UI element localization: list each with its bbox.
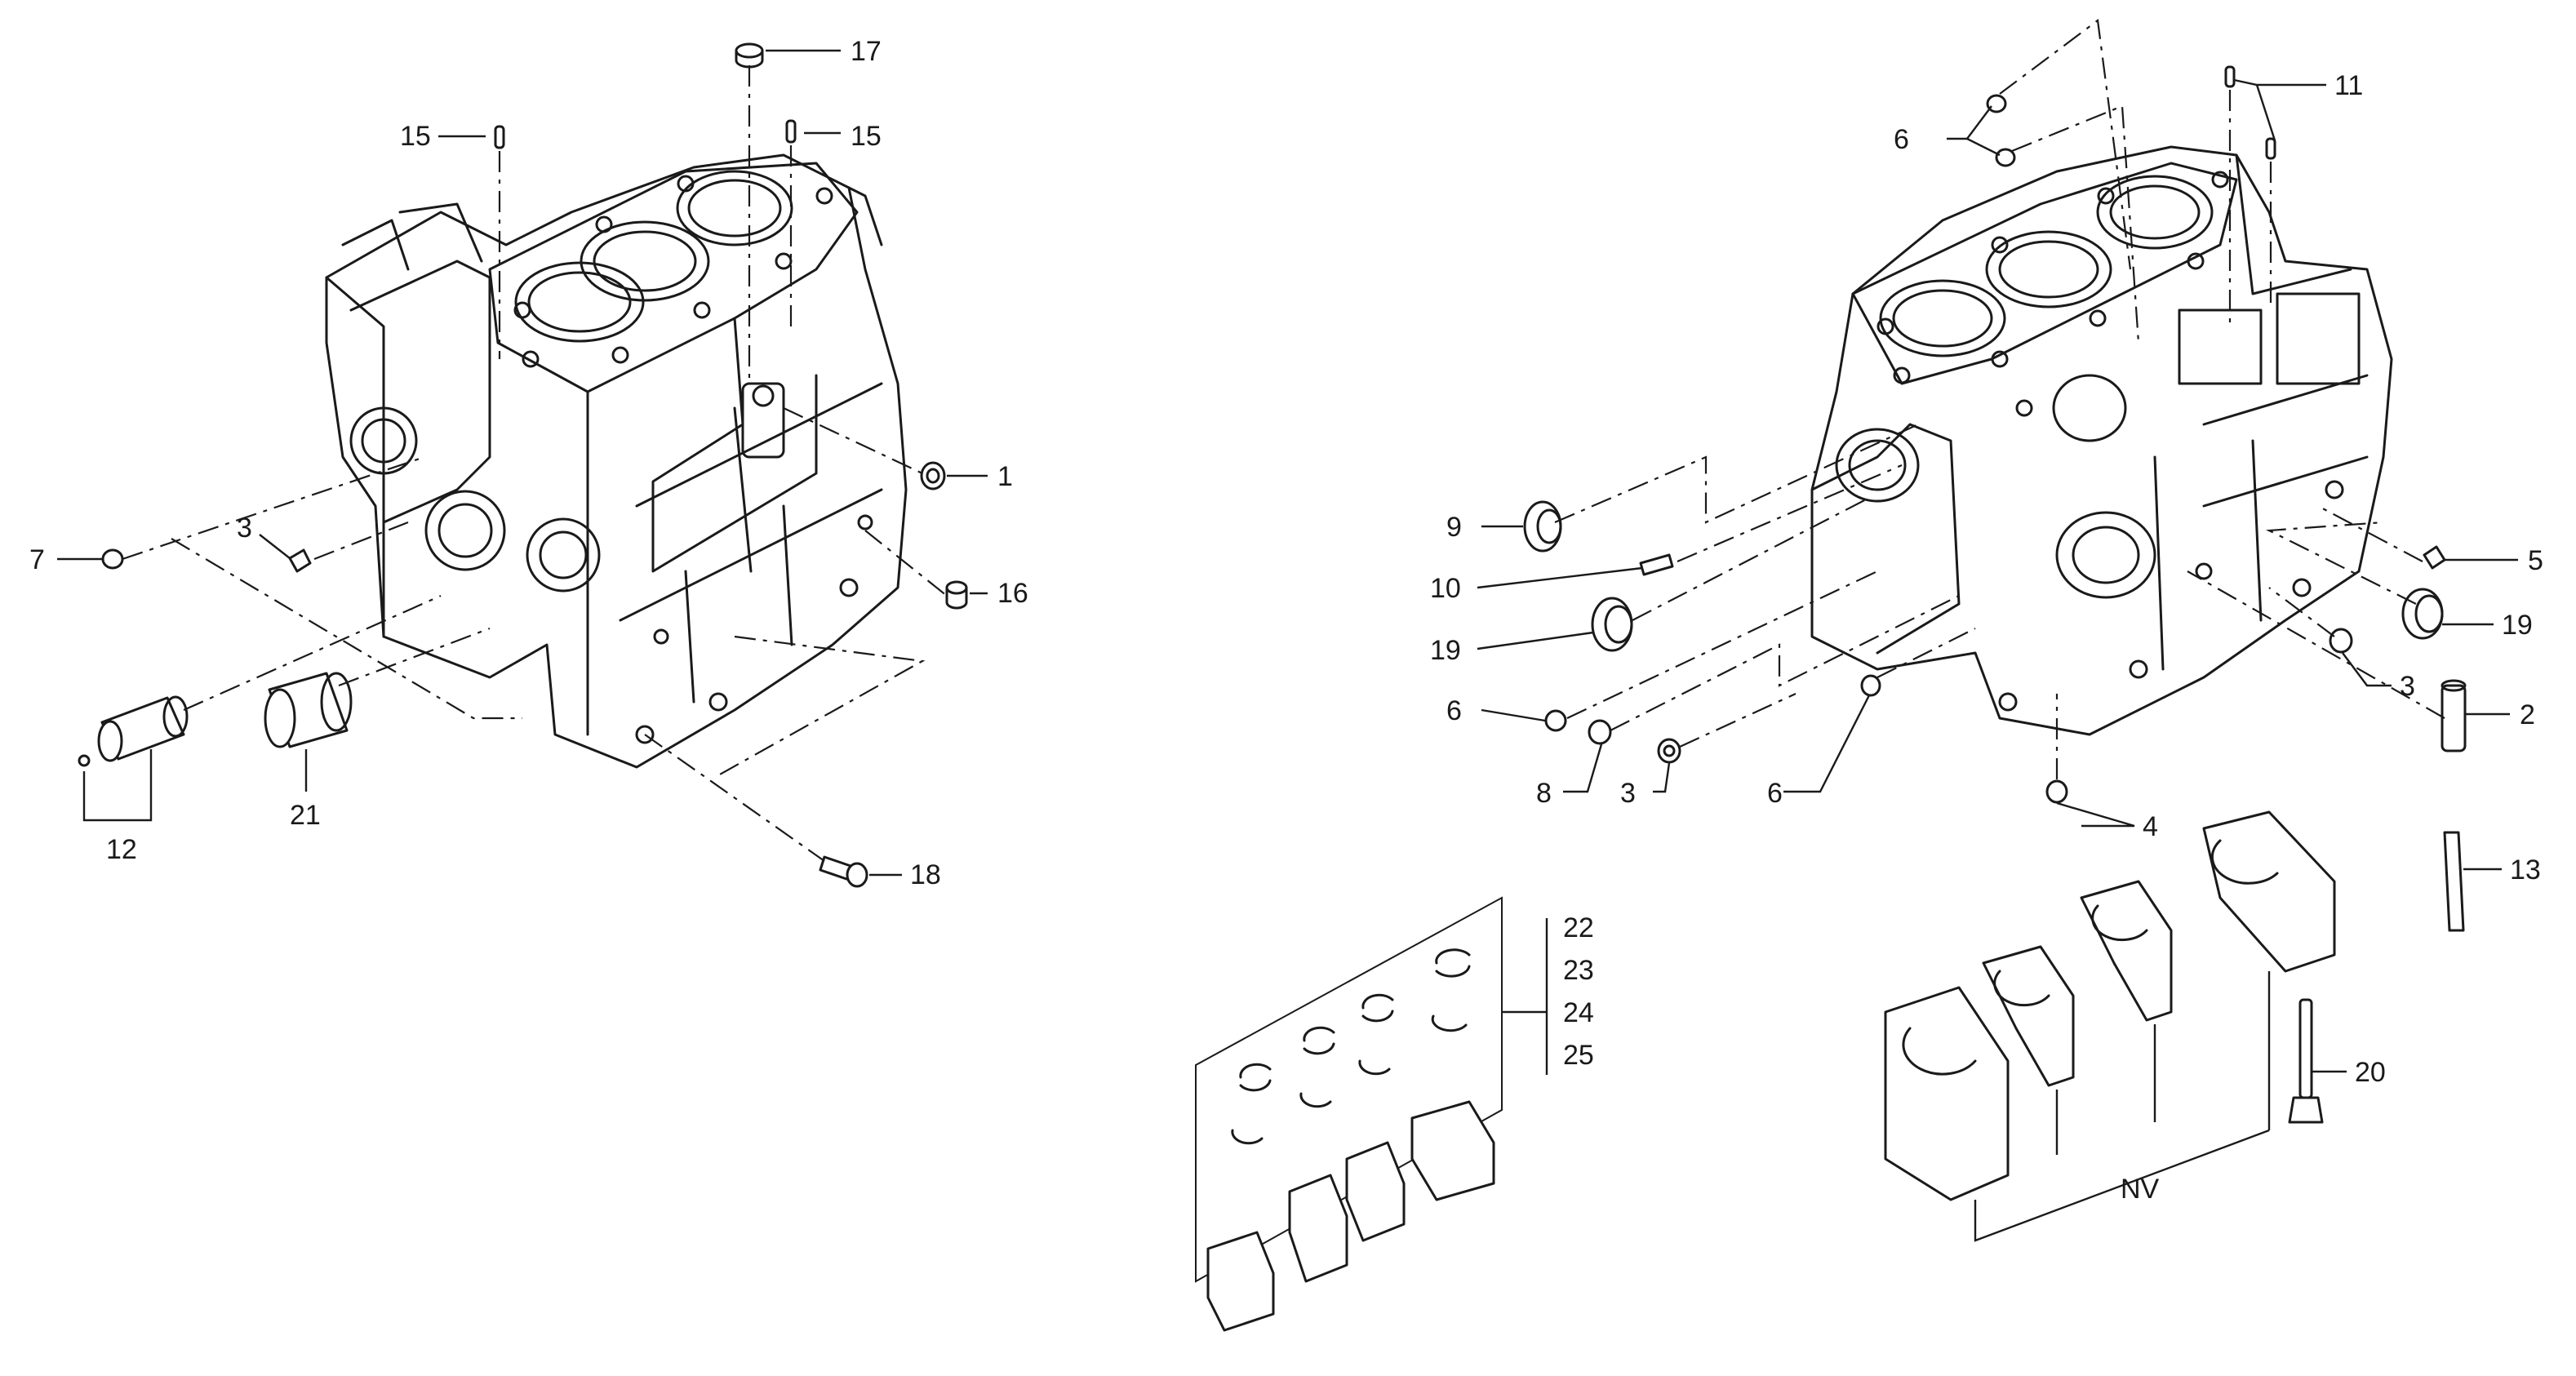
callout-18: 18 xyxy=(910,859,941,890)
part-11-dowel-a xyxy=(2224,65,2236,88)
callout-9: 9 xyxy=(1446,512,1462,543)
callout-1: 1 xyxy=(997,461,1013,492)
part-6-plug-top-a xyxy=(1986,94,2007,113)
callout-5: 5 xyxy=(2528,545,2543,576)
cylinder-block-left-view xyxy=(325,153,908,769)
part-13-gasket xyxy=(2443,831,2465,932)
right-assembly-dashed-lines xyxy=(1554,18,2445,779)
callout-7: 7 xyxy=(29,544,45,575)
callout-17: 17 xyxy=(851,36,882,67)
callout-16: 16 xyxy=(997,578,1028,609)
part-8-bush xyxy=(1588,719,1612,745)
part-6-plug-low xyxy=(1860,674,1881,697)
cylinder-block-right-view xyxy=(1810,145,2393,736)
callout-15-left-b: 15 xyxy=(851,121,882,152)
callout-23: 23 xyxy=(1563,955,1594,986)
callout-13: 13 xyxy=(2510,854,2541,886)
leader-lines xyxy=(57,49,2518,1242)
left-assembly-dashed-lines xyxy=(122,65,948,862)
part-3-plug-left xyxy=(288,548,312,573)
part-19-seal-left xyxy=(1591,597,1633,652)
part-4-plug xyxy=(2045,779,2068,804)
callout-10: 10 xyxy=(1430,573,1461,604)
part-3-plug-right-a xyxy=(2329,628,2353,654)
callout-19-right: 19 xyxy=(2502,610,2533,641)
part-18-bolt xyxy=(819,855,868,888)
callout-11: 11 xyxy=(2334,70,2363,101)
callout-24: 24 xyxy=(1563,997,1594,1028)
part-15-dowel-left-a xyxy=(494,125,505,149)
part-1-cup-plug xyxy=(920,461,946,490)
callout-3-left: 3 xyxy=(237,513,252,544)
callout-2: 2 xyxy=(2520,699,2535,730)
bearing-shells-panel xyxy=(1195,896,1503,1332)
callout-15-left-a: 15 xyxy=(400,121,431,152)
part-15-dowel-left-b xyxy=(785,119,797,144)
part-16-plug xyxy=(945,580,968,610)
part-12-tappet xyxy=(78,695,189,767)
part-2-tube xyxy=(2441,679,2467,752)
part-17-plug xyxy=(735,42,764,69)
part-5-plug xyxy=(2423,545,2446,570)
part-6-plug-top-b xyxy=(1995,148,2016,167)
callout-22: 22 xyxy=(1563,912,1594,943)
callout-8: 8 xyxy=(1536,778,1552,809)
callout-4: 4 xyxy=(2143,811,2158,842)
part-6-plug-mid xyxy=(1544,709,1567,732)
part-9-seal xyxy=(1523,500,1562,553)
callout-labels: 17 15 15 1 16 7 3 12 21 18 6 11 9 10 19 … xyxy=(29,36,2543,1205)
main-bearing-caps xyxy=(1884,810,2336,1201)
callout-19-left: 19 xyxy=(1430,635,1461,666)
callout-3-right-a: 3 xyxy=(2400,671,2415,702)
callout-6-mid: 6 xyxy=(1446,695,1462,726)
part-10-pin xyxy=(1639,553,1674,576)
callout-3-right-b: 3 xyxy=(1620,778,1636,809)
callout-21: 21 xyxy=(290,800,321,831)
part-11-dowel-b xyxy=(2265,137,2276,160)
callout-20: 20 xyxy=(2355,1057,2386,1088)
part-21-bushing xyxy=(264,672,353,748)
callout-12: 12 xyxy=(106,834,137,865)
callout-6-low: 6 xyxy=(1767,778,1783,809)
callout-6-top: 6 xyxy=(1894,124,1909,155)
part-19-seal-right xyxy=(2401,588,2444,640)
part-3-plug-right-b xyxy=(1657,738,1681,764)
callout-nv: NV xyxy=(2121,1174,2160,1205)
part-7-plug xyxy=(101,548,124,570)
callout-25: 25 xyxy=(1563,1040,1594,1071)
